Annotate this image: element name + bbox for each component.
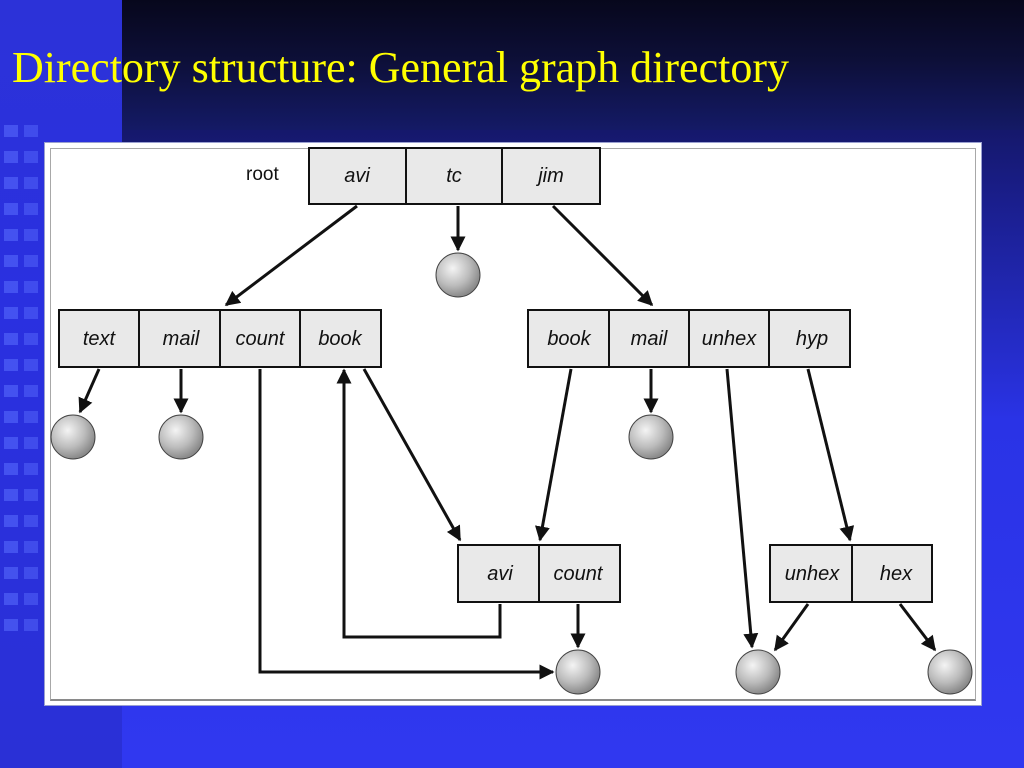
root-dir-entry-tc: tc	[446, 165, 462, 187]
file-node	[735, 649, 781, 695]
right-dir-cell	[768, 309, 851, 368]
file-node	[555, 649, 601, 695]
middle-dir-cell	[457, 544, 540, 603]
right-dir-cell	[688, 309, 770, 368]
right-dir-cell	[527, 309, 610, 368]
edge-book-to-middle-dir	[362, 368, 462, 542]
left-dir-cell	[219, 309, 301, 368]
decorative-squares-column	[24, 125, 38, 645]
left-dir-cell	[58, 309, 140, 368]
root-label: root	[246, 164, 279, 185]
edge-hyp-to-far-right-dir	[806, 368, 855, 542]
middle-dir-entry-avi: avi	[487, 563, 513, 585]
edge-root-avi-to-left-dir	[224, 204, 358, 307]
right-directory	[527, 309, 851, 368]
root-dir-entry-jim: jim	[535, 165, 564, 187]
middle-directory	[457, 544, 621, 603]
edge-right-book-to-middle-dir	[535, 368, 573, 542]
file-node	[435, 252, 481, 298]
right-dir-entry-unhex: unhex	[702, 328, 757, 350]
middle-dir-cell	[538, 544, 621, 603]
edge-middle-avi-back-to-left-dir	[336, 368, 502, 639]
far-right-directory	[769, 544, 933, 603]
right-dir-entry-mail: mail	[631, 328, 668, 350]
edge-hex-to-file	[898, 603, 937, 652]
far-right-dir-entry-unhex: unhex	[785, 563, 840, 585]
left-dir-entry-book: book	[318, 328, 362, 350]
edge-count-to-shared-file	[258, 369, 555, 680]
left-dir-entry-mail: mail	[163, 328, 200, 350]
left-dir-entry-count: count	[236, 328, 286, 350]
edge-unhex-to-shared-file	[725, 368, 759, 649]
middle-dir-entry-count: count	[554, 563, 604, 585]
far-right-dir-cell	[851, 544, 933, 603]
root-dir-entry-avi: avi	[344, 165, 370, 187]
file-node	[628, 414, 674, 460]
edge-far-unhex-to-file	[773, 603, 810, 652]
left-dir-entry-text: text	[83, 328, 117, 350]
right-dir-entry-book: book	[547, 328, 591, 350]
decorative-squares-column	[4, 125, 18, 645]
file-node	[50, 414, 96, 460]
file-node	[158, 414, 204, 460]
file-node	[927, 649, 973, 695]
right-dir-entry-hyp: hyp	[796, 328, 828, 350]
far-right-dir-entry-hex: hex	[880, 563, 913, 585]
left-directory	[58, 309, 382, 368]
edge-root-jim-to-right-dir	[551, 204, 654, 307]
root-dir-cell	[405, 147, 503, 205]
background-top-band	[122, 0, 1024, 130]
left-dir-cell	[299, 309, 382, 368]
root-dir-cell	[501, 147, 601, 205]
root-directory	[308, 147, 601, 205]
edge-text-to-file	[78, 368, 101, 414]
diagram-panel	[44, 142, 982, 706]
slide-title: Directory structure: General graph direc…	[12, 43, 789, 92]
